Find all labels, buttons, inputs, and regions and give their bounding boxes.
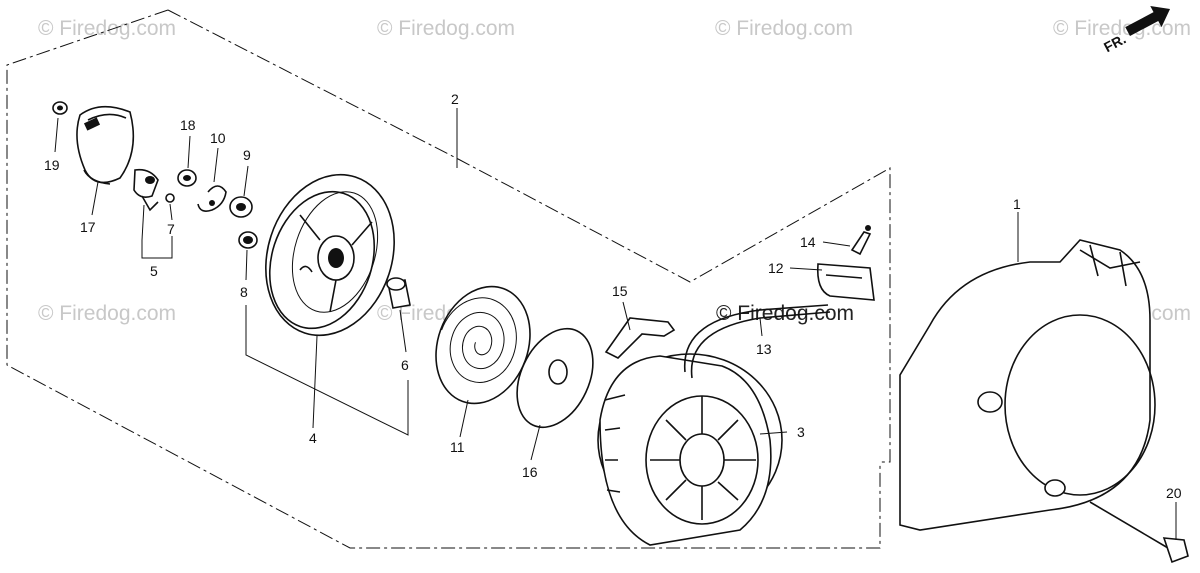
watermark: © Firedog.com: [715, 17, 853, 40]
callout-9: 9: [243, 147, 251, 163]
part-4-reel: [265, 173, 395, 337]
assembly-frame: [6, 9, 891, 549]
watermark: © Firedog.com: [38, 17, 176, 40]
callouts: 1 2 3 4 5 6 7 8 9 10 11 12 13 14 15 16 1…: [44, 91, 1182, 501]
callout-14: 14: [800, 234, 816, 250]
arrow-icon: [1125, 5, 1171, 36]
callout-8: 8: [240, 284, 248, 300]
part-1-fan-cover: [899, 239, 1156, 531]
part-16-plate: [516, 327, 594, 429]
callout-13: 13: [756, 341, 772, 357]
part-15-wire: [604, 317, 676, 359]
part-11-spring: [435, 285, 531, 405]
part-19-nut: [52, 101, 68, 115]
callout-11: 11: [450, 439, 465, 455]
callout-15: 15: [612, 283, 628, 299]
part-14-clip: [850, 225, 872, 256]
callout-18: 18: [180, 117, 196, 133]
part-8-nut: [238, 231, 258, 249]
callout-16: 16: [522, 464, 538, 480]
callout-4: 4: [309, 430, 317, 446]
watermark: © Firedog.com: [1053, 17, 1191, 40]
callout-10: 10: [210, 130, 226, 146]
watermark: © Firedog.com: [377, 17, 515, 40]
part-20-bolt: [1089, 501, 1189, 564]
part-10-spring: [197, 185, 227, 212]
callout-6: 6: [401, 357, 409, 373]
part-9-washer: [229, 196, 253, 218]
part-6-bushing: [386, 277, 411, 309]
leader-lines: [54, 108, 1177, 540]
callout-7: 7: [167, 221, 175, 237]
part-7-pin: [165, 193, 175, 203]
watermark: © Firedog.com: [38, 302, 176, 325]
callout-5: 5: [150, 263, 158, 279]
part-3-starter-case: [597, 304, 831, 546]
part-5-ratchet: [133, 168, 159, 212]
part-12-handle: [816, 263, 875, 301]
part-17-cover: [76, 105, 135, 185]
callout-17: 17: [80, 219, 96, 235]
callout-19: 19: [44, 157, 60, 173]
callout-1: 1: [1013, 196, 1021, 212]
callout-3: 3: [797, 424, 805, 440]
callout-2: 2: [451, 91, 459, 107]
part-18-collar: [177, 169, 197, 187]
callout-20: 20: [1166, 485, 1182, 501]
callout-12: 12: [768, 260, 784, 276]
